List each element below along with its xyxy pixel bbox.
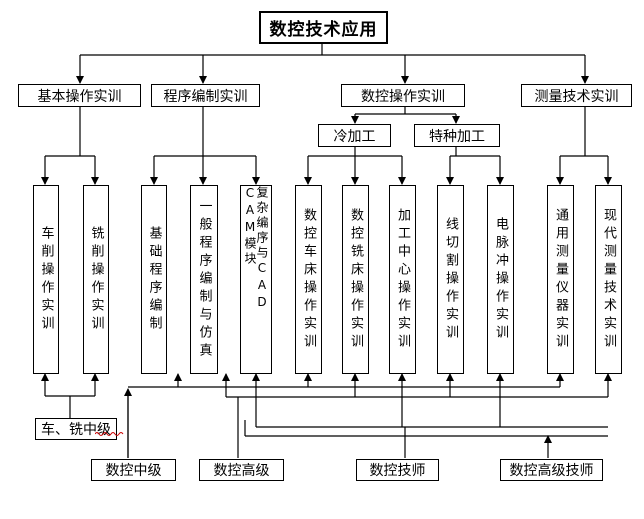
leaf-complex-programming-cad-cam: 复杂编序与CAD CAM模块: [240, 185, 272, 374]
leaf-milling-training: 铣削操作实训: [83, 185, 109, 374]
leaf-nc-milling-machine-training: 数控铣床操作实训: [342, 185, 369, 374]
level-nc-intermediate: 数控中级: [91, 459, 176, 481]
level-nc-technician: 数控技师: [356, 459, 439, 481]
level-turning-milling-intermediate: 车、铣中级: [35, 418, 117, 440]
leaf-nc-lathe-training: 数控车床操作实训: [295, 185, 322, 374]
category-measurement-training: 测量技术实训: [521, 84, 632, 107]
spellcheck-underline: [95, 432, 124, 436]
leaf-machining-center-training: 加工中心操作实训: [389, 185, 416, 374]
level-nc-advanced: 数控高级: [199, 459, 284, 481]
leaf-general-programming-simulation: 一般程序编制与仿真: [190, 185, 218, 374]
root-node: 数控技术应用: [259, 11, 388, 44]
leaf-electric-pulse-training: 电脉冲操作实训: [487, 185, 514, 374]
leaf-wire-cutting-training: 线切割操作实训: [437, 185, 464, 374]
leaf-general-measuring-instruments: 通用测量仪器实训: [547, 185, 574, 374]
leaf-basic-programming: 基础程序编制: [141, 185, 167, 374]
subcategory-cold-machining: 冷加工: [318, 124, 391, 147]
leaf-modern-measurement-technology: 现代测量技术实训: [595, 185, 622, 374]
category-basic-training: 基本操作实训: [18, 84, 141, 107]
category-programming-training: 程序编制实训: [151, 84, 260, 107]
leaf-turning-training: 车削操作实训: [33, 185, 59, 374]
subcategory-special-machining: 特种加工: [414, 124, 500, 147]
level-nc-senior-technician: 数控高级技师: [500, 459, 603, 481]
category-nc-operation-training: 数控操作实训: [341, 84, 465, 107]
